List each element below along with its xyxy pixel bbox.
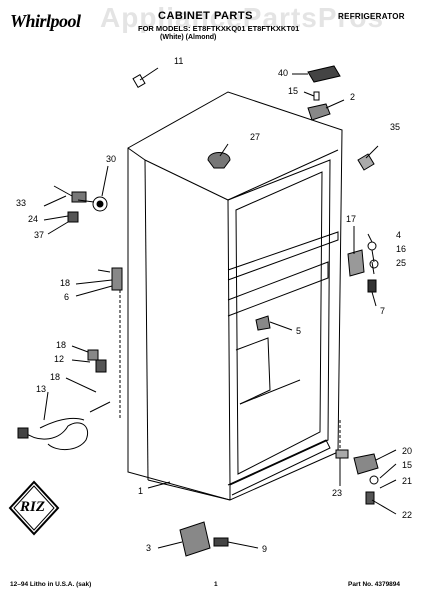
callout-13: 13	[36, 384, 47, 394]
page-title: CABINET PARTS	[158, 10, 253, 22]
callout-30: 30	[106, 154, 117, 164]
appliance-category: REFRIGERATOR	[338, 12, 405, 21]
callout-9: 9	[262, 544, 268, 554]
brand-logo: Whirlpool	[10, 11, 81, 31]
callout-22: 22	[402, 510, 413, 520]
switch-icon	[87, 349, 99, 361]
bottom-hinge-icon	[353, 453, 379, 505]
part-number: Part No. 4379894	[348, 581, 401, 588]
callout-21: 21	[402, 476, 413, 486]
callout-20: 20	[402, 446, 413, 456]
callout-1: 1	[138, 486, 144, 496]
bracket-icon	[111, 267, 123, 291]
callout-37: 37	[34, 230, 45, 240]
top-hinge-icon	[307, 103, 331, 121]
callout-23: 23	[332, 488, 343, 498]
callout-40: 40	[278, 68, 289, 78]
callout-35: 35	[390, 122, 401, 132]
callout-6: 6	[64, 292, 70, 302]
callout-24: 24	[28, 214, 39, 224]
callout-27: 27	[250, 132, 261, 142]
callout-15: 15	[402, 460, 413, 470]
callout-18: 18	[56, 340, 67, 350]
callout-17: 17	[346, 214, 357, 224]
screw-icon	[132, 67, 159, 89]
callout-12: 12	[54, 354, 65, 364]
leveling-leg-icon	[53, 185, 108, 223]
callout-25: 25	[396, 258, 407, 268]
page-number: 1	[214, 581, 218, 588]
model-list: FOR MODELS: ET8FTKXKQ01 ET8FTKXKT01	[138, 24, 300, 33]
emblem-text: RIZ	[20, 499, 46, 515]
callout-33: 33	[16, 198, 27, 208]
callout-3: 3	[146, 543, 152, 553]
callout-15: 15	[288, 86, 299, 96]
callout-2: 2	[350, 92, 356, 102]
clip-icon	[255, 315, 271, 331]
watermark-text: AppliancePartsPros	[100, 2, 385, 33]
color-list: (White) (Almond)	[160, 34, 217, 41]
plug-icon	[357, 153, 375, 171]
cabinet-outline	[127, 91, 343, 501]
callout-18: 18	[60, 278, 71, 288]
callout-7: 7	[380, 306, 386, 316]
hinge-cap-icon	[307, 65, 341, 83]
print-note: 12–94 Litho in U.S.A. (sak)	[10, 581, 92, 588]
callout-16: 16	[396, 244, 407, 254]
callout-4: 4	[396, 230, 402, 240]
roller-assembly-icon	[179, 521, 229, 557]
callout-5: 5	[296, 326, 302, 336]
callout-11: 11	[174, 56, 184, 66]
riz-emblem	[8, 480, 60, 536]
power-cord-icon	[23, 422, 88, 450]
bracket-icon	[335, 449, 349, 459]
center-hinge-icon	[347, 241, 379, 293]
plug-icon	[207, 152, 231, 169]
callout-18: 18	[50, 372, 61, 382]
